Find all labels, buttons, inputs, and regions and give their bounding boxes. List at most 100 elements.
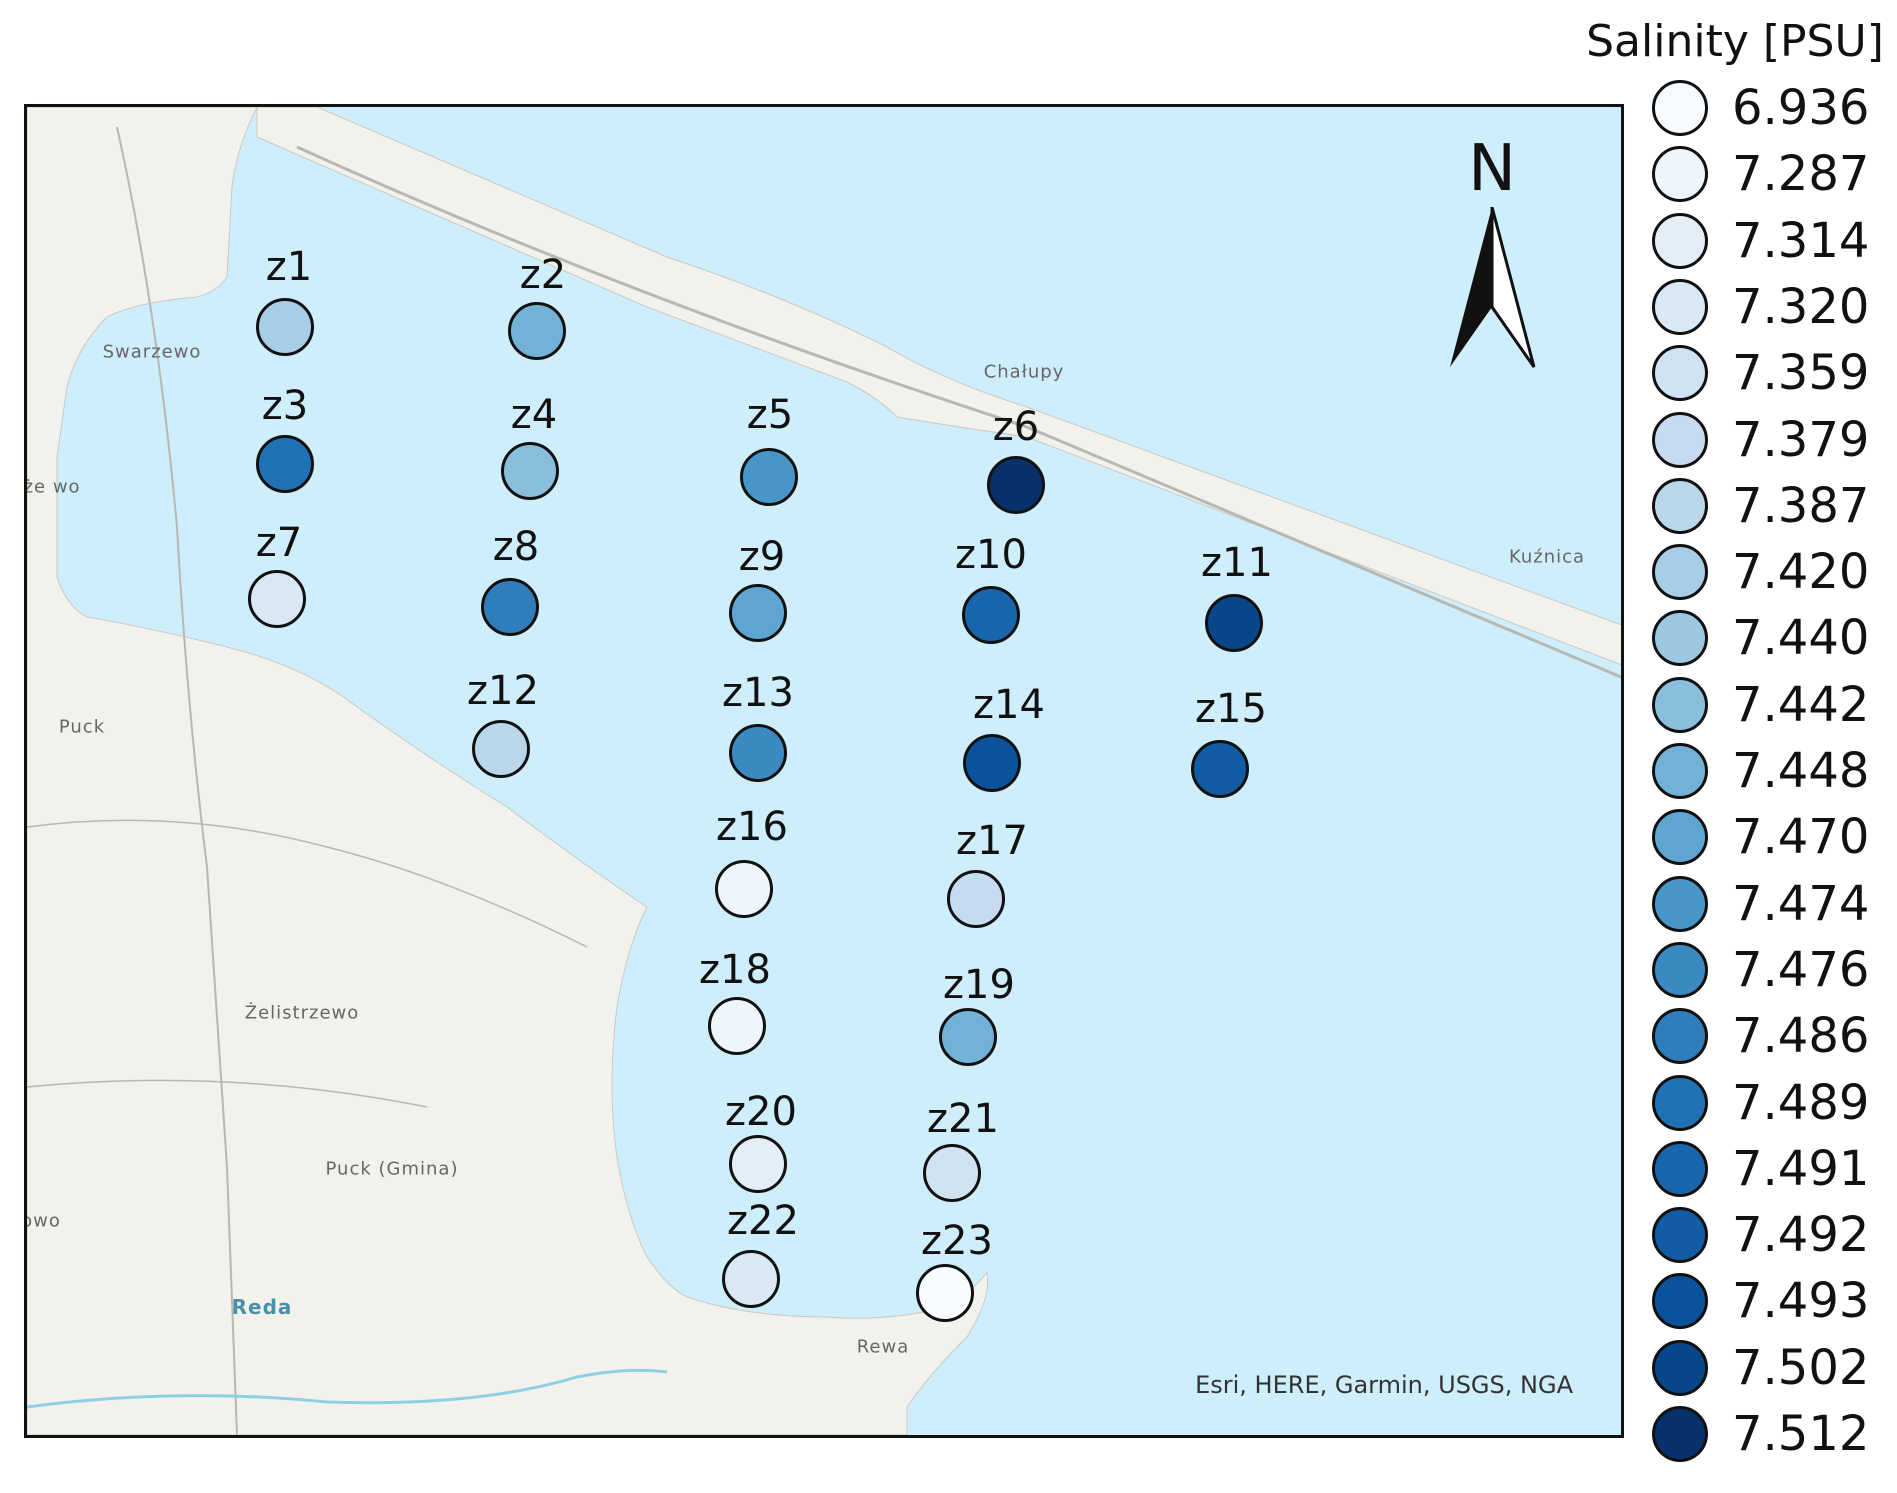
legend-value: 6.936	[1732, 80, 1870, 136]
station-label-z1: z1	[265, 244, 313, 290]
legend-value: 7.359	[1732, 345, 1870, 402]
legend-symbol	[1652, 1207, 1708, 1264]
station-marker-z11[interactable]	[1205, 594, 1263, 652]
station-marker-z4[interactable]	[501, 442, 559, 500]
legend-value: 7.470	[1732, 809, 1870, 866]
north-arrow-letter: N	[1468, 132, 1516, 206]
station-label-z22: z22	[727, 1198, 799, 1244]
map-frame[interactable]: Swarzewo łże wo Chałupy Kuźnica Puck Żel…	[24, 104, 1624, 1438]
north-arrow-icon	[1450, 207, 1536, 368]
legend-title: Salinity [PSU]	[1586, 16, 1884, 67]
station-label-z18: z18	[699, 947, 771, 993]
legend-item: 7.512	[1652, 1406, 1892, 1466]
station-marker-z8[interactable]	[481, 578, 539, 636]
legend-symbol	[1652, 610, 1708, 667]
legend-value: 7.448	[1732, 743, 1870, 799]
station-marker-z15[interactable]	[1191, 740, 1249, 798]
station-marker-z6[interactable]	[987, 456, 1045, 514]
legend-value: 7.474	[1732, 875, 1870, 932]
station-marker-z10[interactable]	[962, 586, 1020, 644]
legend-item: 7.489	[1652, 1074, 1892, 1135]
legend-symbol	[1652, 1074, 1708, 1131]
legend-symbol	[1652, 809, 1708, 866]
legend-value: 7.492	[1732, 1207, 1870, 1264]
legend-value: 7.440	[1732, 610, 1870, 667]
legend-symbol	[1652, 1140, 1708, 1197]
station-marker-z22[interactable]	[722, 1250, 780, 1308]
map-basemap	[27, 107, 1621, 1435]
station-label-z6: z6	[992, 404, 1040, 450]
north-arrow: N	[1432, 137, 1552, 377]
legend-symbol	[1652, 941, 1708, 998]
station-marker-z19[interactable]	[939, 1008, 997, 1066]
legend-symbol	[1652, 146, 1708, 203]
legend-item: 7.476	[1652, 941, 1892, 1002]
legend-symbol	[1652, 80, 1708, 136]
station-label-z23: z23	[921, 1218, 993, 1264]
station-label-z7: z7	[255, 520, 303, 566]
station-label-z20: z20	[725, 1089, 797, 1135]
station-label-z11: z11	[1201, 540, 1273, 586]
reda-river	[27, 1368, 668, 1409]
legend-value: 7.379	[1732, 411, 1870, 468]
station-marker-z16[interactable]	[715, 860, 773, 918]
legend-symbol	[1652, 875, 1708, 932]
legend-item: 6.936	[1652, 80, 1892, 140]
station-label-z16: z16	[716, 804, 788, 850]
station-marker-z5[interactable]	[740, 448, 798, 506]
legend-value: 7.442	[1732, 676, 1870, 733]
legend-item: 7.470	[1652, 809, 1892, 869]
station-marker-z12[interactable]	[472, 720, 530, 778]
legend-symbol	[1652, 1339, 1708, 1396]
station-marker-z23[interactable]	[916, 1264, 974, 1322]
legend-item: 7.420	[1652, 544, 1892, 604]
legend-item: 7.287	[1652, 146, 1892, 206]
station-label-z13: z13	[722, 670, 794, 716]
station-marker-z1[interactable]	[256, 298, 314, 356]
legend-value: 7.287	[1732, 146, 1870, 203]
place-puck-gmina: Puck (Gmina)	[325, 1158, 459, 1180]
legend-item: 7.486	[1652, 1008, 1892, 1068]
legend-symbol	[1652, 1406, 1708, 1462]
legend-symbol	[1652, 212, 1708, 269]
station-label-z8: z8	[492, 524, 540, 570]
station-label-z15: z15	[1195, 686, 1267, 732]
station-marker-z7[interactable]	[248, 570, 306, 628]
legend-value: 7.502	[1732, 1339, 1870, 1396]
place-reda: Reda	[231, 1295, 293, 1319]
legend-item: 7.320	[1652, 278, 1892, 339]
hel-peninsula	[256, 107, 1621, 666]
legend-value: 7.493	[1732, 1273, 1870, 1330]
legend-item: 7.474	[1652, 875, 1892, 936]
station-label-z3: z3	[261, 383, 309, 429]
station-marker-z14[interactable]	[963, 734, 1021, 792]
legend-symbol	[1652, 544, 1708, 601]
place-rewa: Rewa	[856, 1336, 910, 1358]
station-marker-z2[interactable]	[508, 302, 566, 360]
legend-item: 7.493	[1652, 1273, 1892, 1333]
place-zelistrzewo: Żelistrzewo	[244, 1002, 360, 1024]
legend-symbol	[1652, 477, 1708, 534]
legend-value: 7.491	[1732, 1140, 1870, 1197]
legend-symbol	[1652, 1273, 1708, 1330]
legend-value: 7.314	[1732, 212, 1870, 269]
station-label-z5: z5	[746, 392, 794, 438]
legend-symbol	[1652, 1008, 1708, 1065]
station-marker-z18[interactable]	[708, 997, 766, 1055]
station-marker-z21[interactable]	[923, 1144, 981, 1202]
legend-symbol	[1652, 743, 1708, 799]
legend-item: 7.448	[1652, 743, 1892, 803]
station-marker-z3[interactable]	[256, 435, 314, 493]
legend-symbol	[1652, 278, 1708, 335]
station-marker-z13[interactable]	[729, 724, 787, 782]
station-marker-z9[interactable]	[729, 584, 787, 642]
legend-item: 7.359	[1652, 345, 1892, 405]
station-marker-z20[interactable]	[729, 1135, 787, 1193]
station-label-z21: z21	[927, 1096, 999, 1142]
place-puck: Puck	[58, 716, 106, 738]
station-label-z12: z12	[467, 668, 539, 714]
legend-symbol	[1652, 345, 1708, 402]
station-label-z19: z19	[943, 962, 1015, 1008]
station-marker-z17[interactable]	[947, 870, 1005, 928]
station-label-z9: z9	[738, 534, 786, 580]
